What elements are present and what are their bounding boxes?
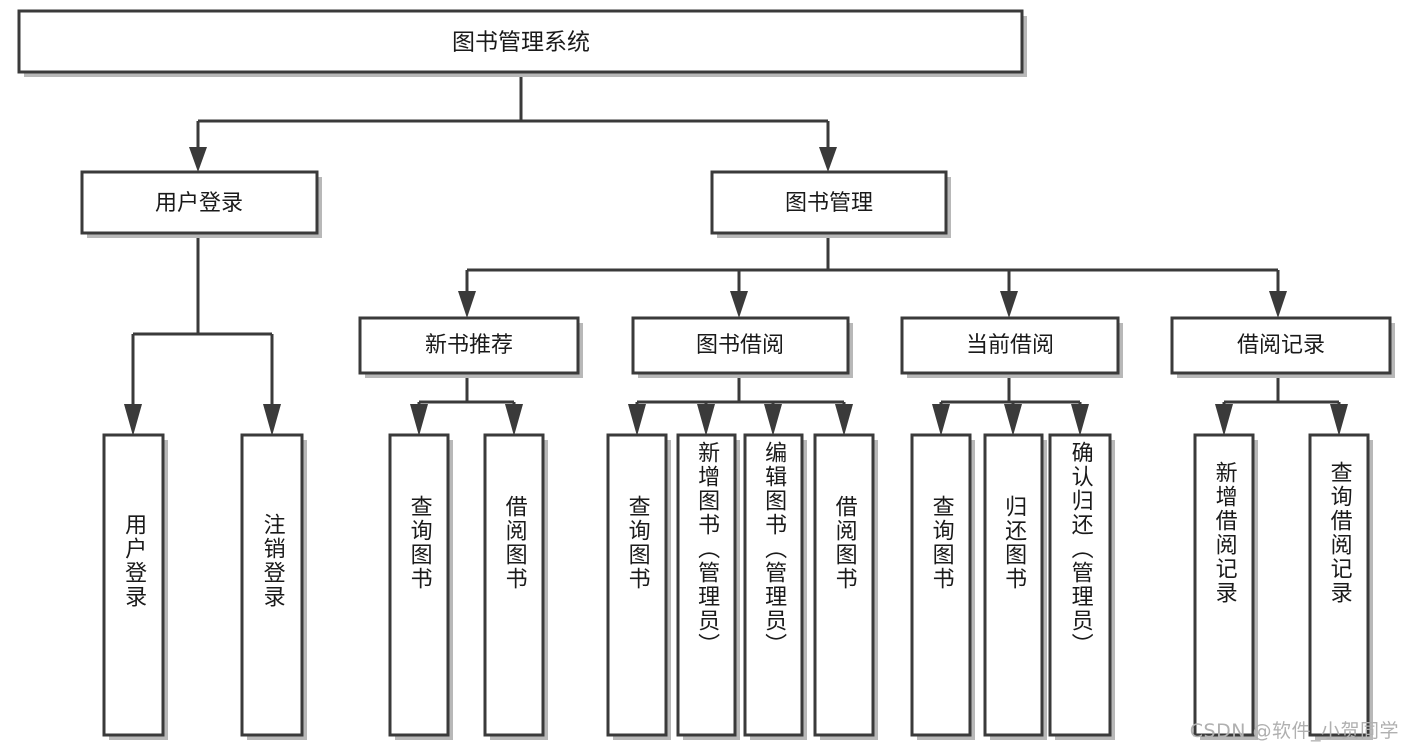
arrowhead-icon <box>697 404 715 436</box>
arrowhead-icon <box>1004 404 1022 436</box>
arrowhead-icon <box>263 404 281 436</box>
arrowhead-icon <box>410 404 428 436</box>
node-leaf-query-borrow-record[interactable] <box>1308 433 1370 737</box>
node-leaf-query-book-borrow[interactable] <box>606 433 668 737</box>
node-leaf-add-book-admin[interactable] <box>676 433 737 737</box>
node-user-login[interactable] <box>80 170 319 235</box>
node-leaf-query-book-recommend[interactable] <box>388 433 450 737</box>
node-leaf-confirm-return-admin[interactable] <box>1048 433 1112 737</box>
node-leaf-edit-book-admin[interactable] <box>743 433 804 737</box>
arrowhead-icon <box>764 404 782 436</box>
node-borrow-record-label: 借阅记录 <box>1237 333 1325 358</box>
arrowhead-icon <box>835 404 853 436</box>
arrowhead-icon <box>189 147 207 172</box>
node-book-management[interactable] <box>710 170 948 235</box>
arrowhead-icon <box>458 291 476 318</box>
arrowhead-icon <box>932 404 950 436</box>
watermark: CSDN @软件_小贺同学 <box>1189 720 1399 742</box>
arrowhead-icon <box>628 404 646 436</box>
arrowhead-icon <box>1071 404 1089 436</box>
node-current-borrow[interactable] <box>900 316 1120 375</box>
node-current-borrow-label: 当前借阅 <box>966 333 1054 358</box>
node-book-borrow-label: 图书借阅 <box>696 333 784 358</box>
node-new-book-recommend[interactable] <box>358 316 580 375</box>
arrowhead-icon <box>505 404 523 436</box>
node-user-login-label: 用户登录 <box>155 191 243 216</box>
arrowhead-icon <box>124 404 142 436</box>
node-root-label: 图书管理系统 <box>452 30 590 56</box>
node-leaf-user-login[interactable] <box>102 433 165 737</box>
node-leaf-query-book-current[interactable] <box>910 433 972 737</box>
node-leaf-borrow-book-recommend[interactable] <box>483 433 545 737</box>
node-leaf-add-borrow-record[interactable] <box>1193 433 1255 737</box>
nodes-layer: 图书管理系统 用户登录 图书管理 新书推荐 图书借阅 当前借阅 借阅记录 <box>17 9 1392 737</box>
node-leaf-logout[interactable] <box>240 433 304 737</box>
arrowhead-icon <box>819 147 837 172</box>
node-leaf-return-book[interactable] <box>983 433 1044 737</box>
node-book-management-label: 图书管理 <box>785 191 873 216</box>
arrowhead-icon <box>1330 404 1348 436</box>
arrowhead-icon <box>1215 404 1233 436</box>
arrowhead-icon <box>1000 291 1018 318</box>
arrowheads-layer <box>124 147 1348 436</box>
arrowhead-icon <box>730 291 748 318</box>
node-leaf-borrow-book[interactable] <box>813 433 875 737</box>
node-new-book-recommend-label: 新书推荐 <box>425 333 513 358</box>
node-book-borrow[interactable] <box>631 316 850 375</box>
arrowhead-icon <box>1269 291 1287 318</box>
node-borrow-record[interactable] <box>1170 316 1392 375</box>
node-root[interactable] <box>17 9 1024 74</box>
